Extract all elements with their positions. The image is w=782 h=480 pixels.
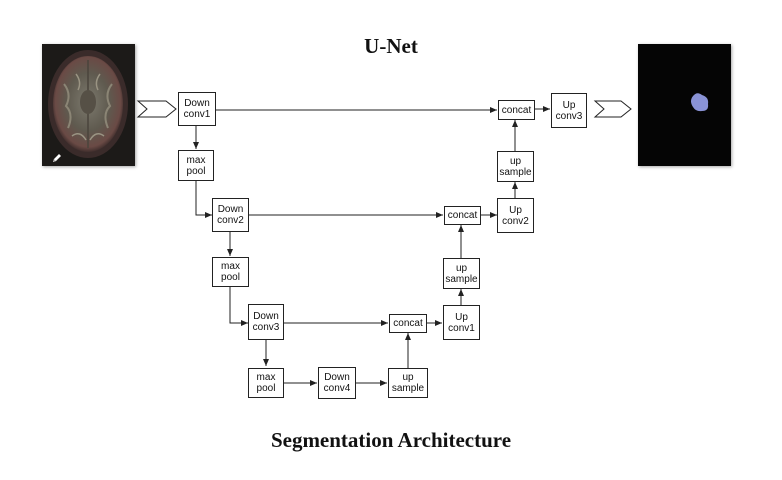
arrow-pool2-down3 (229, 287, 248, 326)
tumor-mask-blob (691, 93, 709, 112)
diagram-title: U-Net (364, 34, 418, 58)
pencil-icon (53, 154, 61, 162)
up-sample1-block: up sample (388, 368, 428, 398)
output-chevron (593, 100, 632, 118)
concat1-block: concat (389, 314, 427, 333)
arrow-pool1-down2 (195, 181, 212, 218)
up-sample2-block: up sample (443, 258, 480, 289)
down-conv1-block: Down conv1 (178, 92, 216, 126)
up-conv2-block: Up conv2 (497, 198, 534, 233)
concat2-block: concat (444, 206, 481, 225)
up-conv1-block: Up conv1 (443, 305, 480, 340)
down-conv2-block: Down conv2 (212, 198, 249, 232)
down-conv4-block: Down conv4 (318, 367, 356, 399)
down-conv3-block: Down conv3 (248, 304, 284, 340)
max-pool2-block: max pool (212, 257, 249, 287)
max-pool1-block: max pool (178, 150, 214, 181)
concat3-block: concat (498, 100, 535, 120)
input-mri-image (42, 44, 135, 166)
up-conv3-block: Up conv3 (551, 93, 587, 128)
output-segmentation-mask (638, 44, 731, 166)
up-sample3-block: up sample (497, 151, 534, 182)
input-chevron (136, 100, 177, 118)
diagram-subtitle: Segmentation Architecture (270, 428, 512, 452)
max-pool3-block: max pool (248, 368, 284, 398)
